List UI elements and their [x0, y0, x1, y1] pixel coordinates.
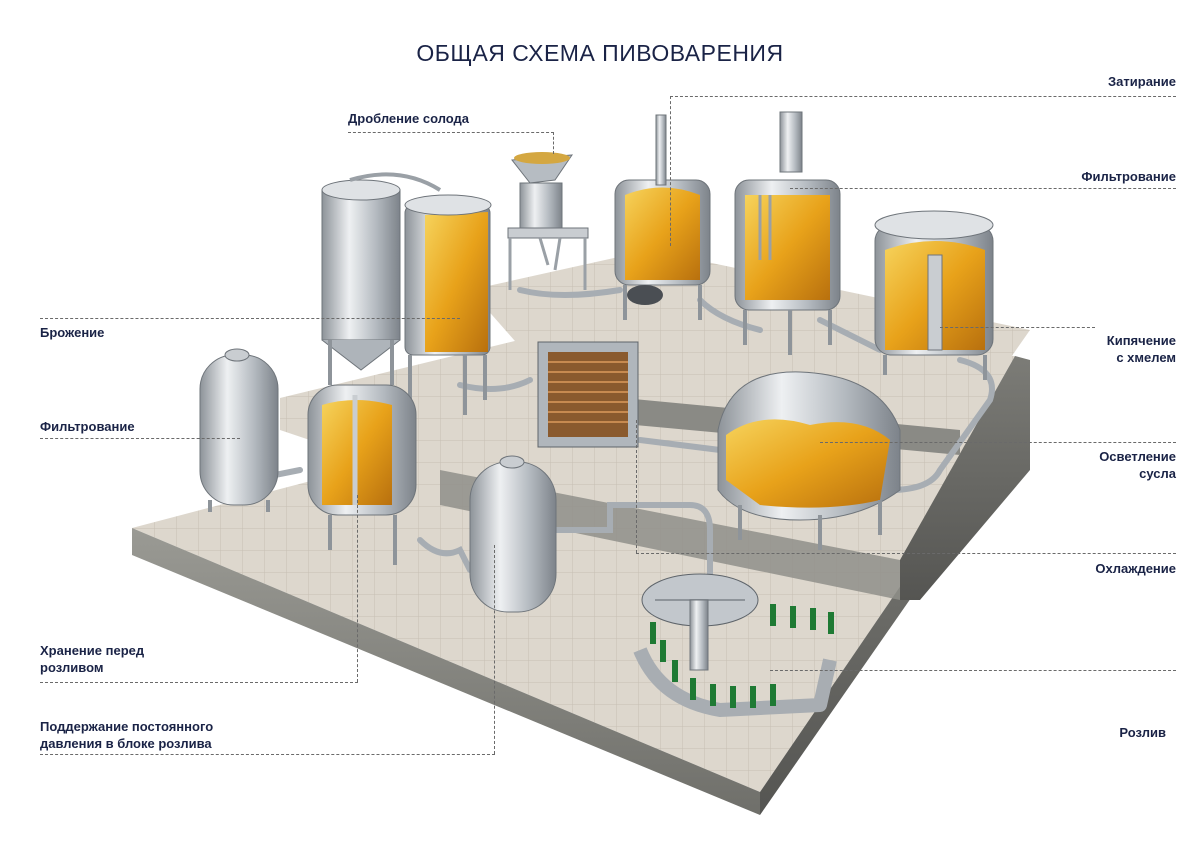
silo-tank-cutaway — [349, 172, 492, 415]
label-clarification-line2: сусла — [1139, 466, 1176, 481]
boil-kettle — [874, 210, 994, 380]
label-fermentation: Брожение — [40, 325, 105, 340]
label-lautering: Фильтрование — [1081, 169, 1176, 184]
label-boiling-line2: с хмелем — [1116, 350, 1176, 365]
leader-clarification-h — [820, 442, 1176, 443]
label-storage-line2: розливом — [40, 660, 104, 675]
label-cooling: Охлаждение — [1095, 561, 1176, 576]
leader-malt-crushing-v — [553, 132, 554, 154]
concrete-bottom-left — [132, 528, 760, 815]
leader-cooling-h — [636, 553, 1176, 554]
label-pressure-line1: Поддержание постоянного — [40, 719, 214, 734]
lauter-tun — [734, 111, 841, 355]
malt-mill — [507, 152, 589, 290]
leader-mashing-h — [670, 96, 1176, 97]
leader-pressure-h — [40, 754, 495, 755]
leader-storage-v — [357, 495, 358, 682]
whirlpool-tank — [717, 371, 901, 550]
label-bottling: Розлив — [1119, 725, 1166, 740]
concrete-middle-right — [900, 356, 1030, 600]
leader-malt-crushing-h — [348, 132, 554, 133]
leader-storage-h — [40, 682, 358, 683]
bottling-line — [633, 573, 837, 717]
label-pressure-line2: давления в блоке розлива — [40, 736, 212, 751]
leader-fermentation-h — [40, 318, 460, 319]
label-filtration: Фильтрование — [40, 419, 135, 434]
leader-filtration-h — [40, 438, 240, 439]
label-clarification: Осветление сусла — [1099, 448, 1176, 482]
silo-tank — [321, 179, 401, 385]
leader-bottling-h — [770, 670, 1176, 671]
label-clarification-line1: Осветление — [1099, 449, 1176, 464]
heat-exchanger — [537, 341, 639, 448]
label-storage-line1: Хранение перед — [40, 643, 145, 658]
label-boiling-line1: Кипячение — [1106, 333, 1176, 348]
mash-tun — [614, 114, 711, 320]
leader-pressure-v — [494, 545, 495, 754]
label-storage: Хранение перед розливом — [40, 642, 144, 676]
label-malt-crushing: Дробление солода — [348, 111, 470, 126]
leader-lautering-h — [790, 188, 1176, 189]
diagram-title: ОБЩАЯ СХЕМА ПИВОВАРЕНИЯ — [416, 40, 784, 66]
leader-mashing-v — [670, 96, 671, 246]
label-boiling: Кипячение с хмелем — [1107, 332, 1176, 366]
leader-cooling-v — [636, 420, 637, 553]
leader-boiling-h — [940, 327, 1095, 328]
filter-tank — [199, 348, 279, 512]
label-mashing: Затирание — [1108, 74, 1176, 89]
fermenter-cutaway — [307, 384, 417, 565]
bright-beer-tank — [469, 455, 557, 613]
label-pressure: Поддержание постоянного давления в блоке… — [40, 718, 213, 752]
